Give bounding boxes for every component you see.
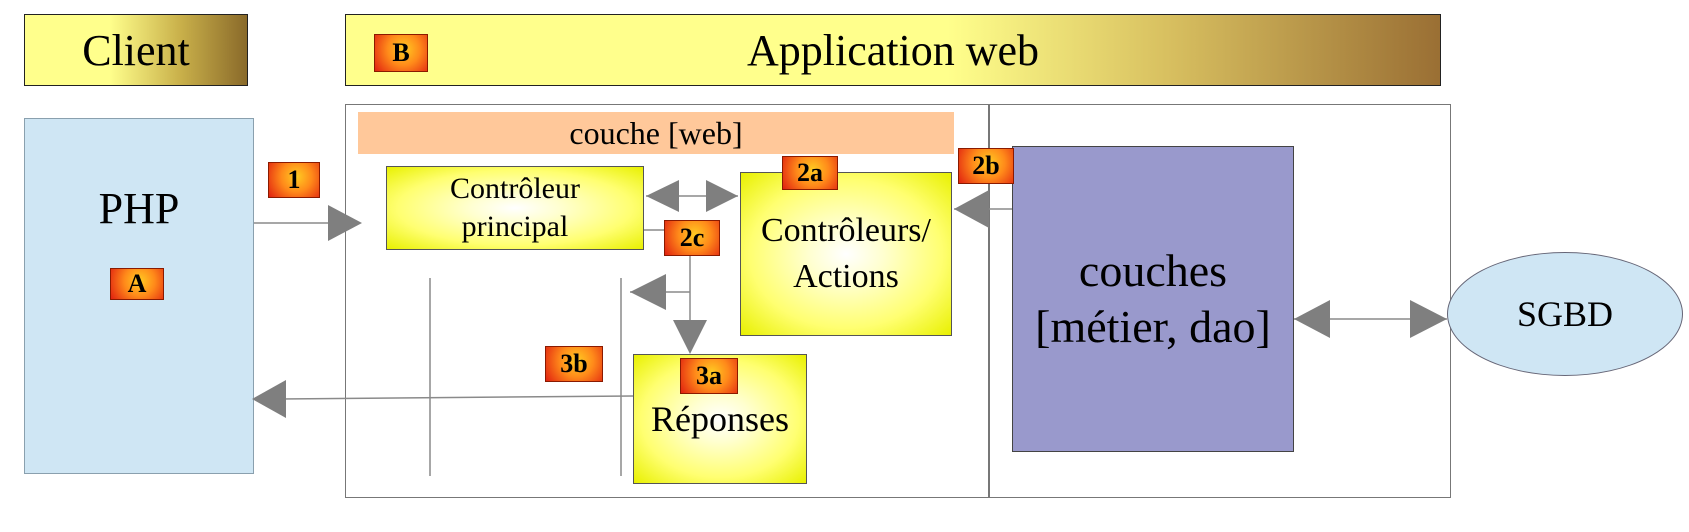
client-header-label: Client [82, 25, 190, 75]
web-layer-band: couche [web] [358, 112, 954, 154]
sgbd-ellipse: SGBD [1447, 252, 1683, 376]
controllers-actions-box: Contrôleurs/ Actions [740, 172, 952, 336]
main-controller-box: Contrôleur principal [386, 166, 644, 250]
web-layer-label: couche [web] [569, 114, 743, 151]
business-dao-box: couches [métier, dao] [1012, 146, 1294, 452]
arrow-to-actions-from-metier [954, 190, 989, 228]
badge-step-3a: 3a [680, 358, 738, 394]
arrow-to-reponses [673, 320, 707, 354]
badge-step-1: 1 [268, 162, 320, 198]
arrow-step1 [328, 205, 362, 241]
client-header: Client [24, 14, 248, 86]
sgbd-label: SGBD [1516, 294, 1614, 334]
badge-a: A [110, 268, 164, 300]
badge-step-3b: 3b [545, 346, 603, 382]
badge-b: B [374, 34, 428, 72]
arrow-to-controller [646, 180, 679, 212]
arrow-2c-branch [630, 274, 666, 310]
business-dao-line2: [métier, dao] [1035, 301, 1271, 352]
arrow-to-actions [706, 180, 738, 212]
php-label: PHP [98, 184, 180, 233]
arrow-to-sgbd [1410, 300, 1447, 338]
controllers-actions-line1: Contrôleurs/ [761, 212, 931, 249]
badge-step-2b: 2b [958, 148, 1014, 184]
controllers-actions-line2: Actions [793, 258, 899, 295]
arrow-to-php [252, 380, 286, 418]
business-dao-line1: couches [1078, 245, 1228, 296]
responses-label: Réponses [651, 399, 789, 439]
badge-step-2a: 2a [782, 156, 838, 190]
step3b-line [279, 395, 634, 400]
web-layer-frame [345, 104, 990, 498]
main-controller-line2: principal [461, 210, 569, 243]
arrow-to-metier-from-sgbd [1294, 300, 1330, 338]
application-header-label: Application web [746, 25, 1040, 75]
badge-step-2c: 2c [664, 220, 720, 256]
application-header: Application web [345, 14, 1441, 86]
main-controller-line1: Contrôleur [450, 172, 580, 205]
